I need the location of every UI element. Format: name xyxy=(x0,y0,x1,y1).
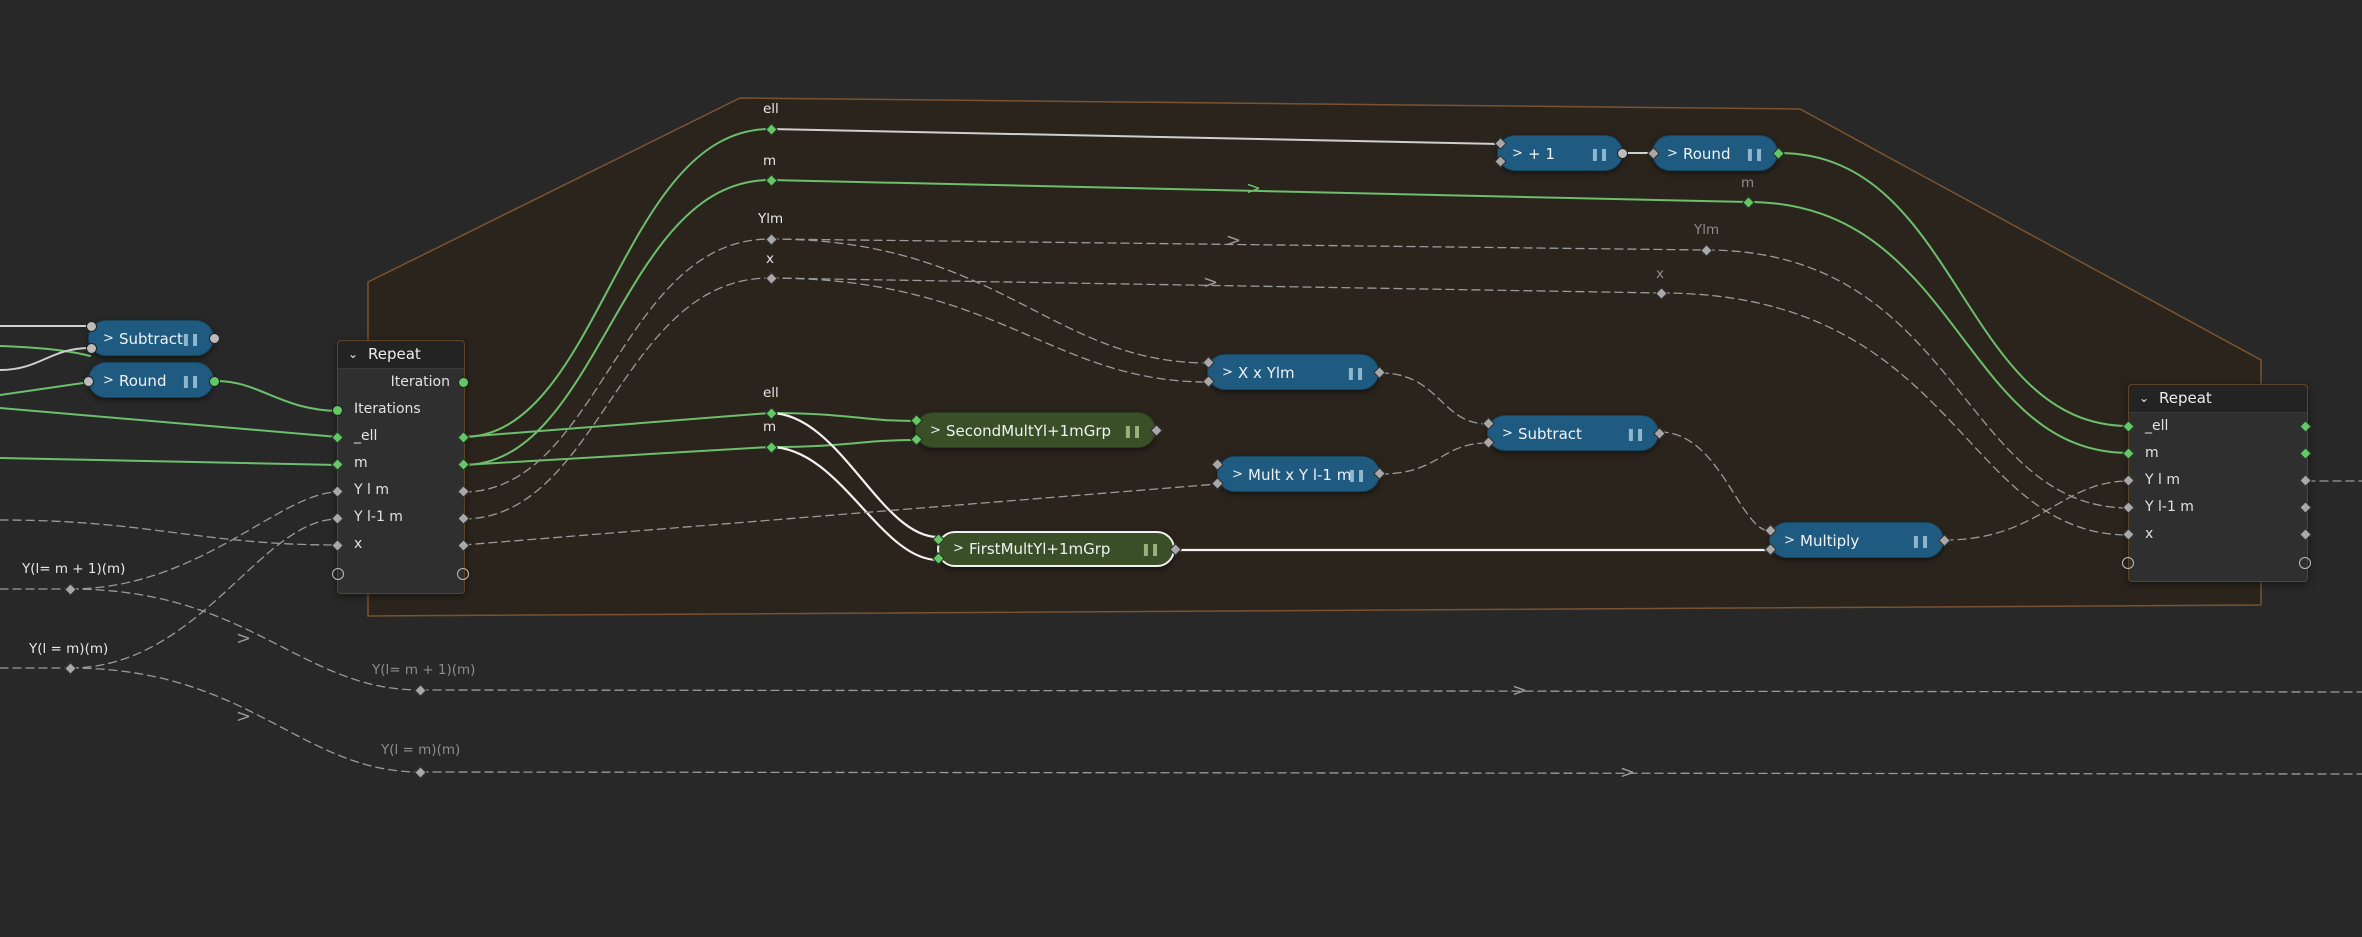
socket[interactable] xyxy=(209,376,220,387)
reroute-label-y-l-m1-left: Y(l= m + 1)(m) xyxy=(22,561,126,577)
chevron-right-icon[interactable]: > xyxy=(1232,467,1243,482)
reroute-label-x-right: x xyxy=(1656,266,1664,282)
socket[interactable] xyxy=(86,321,97,332)
iteration-output-label: Iteration xyxy=(390,374,450,390)
pause-icon[interactable]: ❚❚ xyxy=(1122,424,1142,438)
chevron-right-icon[interactable]: > xyxy=(1222,365,1233,380)
reroute-label-m-mid: m xyxy=(763,419,777,435)
reroute-label-m: m xyxy=(763,153,777,169)
virtual-socket[interactable] xyxy=(457,568,469,580)
pause-icon[interactable]: ❚❚ xyxy=(1345,366,1365,380)
wire-arrow-icon: > xyxy=(236,628,252,649)
reroute-label-m-right: m xyxy=(1741,175,1755,191)
node-label: Round xyxy=(119,372,167,390)
reroute-label-y-l-m-mid: Y(l = m)(m) xyxy=(381,742,461,758)
chevron-down-icon[interactable]: ⌄ xyxy=(2139,391,2150,405)
ell-row-label: _ell xyxy=(2145,418,2169,434)
node-title: Repeat xyxy=(368,345,421,363)
chevron-right-icon[interactable]: > xyxy=(930,423,941,438)
reroute-label-y-l-m1-mid: Y(l= m + 1)(m) xyxy=(372,662,476,678)
socket[interactable] xyxy=(458,377,469,388)
reroute-label-ell-mid: ell xyxy=(763,385,779,401)
round-node-inner[interactable]: > Round ❚❚ xyxy=(1652,135,1778,171)
node-label: + 1 xyxy=(1528,145,1555,163)
node-label: SecondMultYl+1mGrp xyxy=(946,422,1112,440)
socket[interactable] xyxy=(1617,148,1628,159)
socket[interactable] xyxy=(83,376,94,387)
wire-arrow-icon: > xyxy=(1246,178,1262,199)
pause-icon[interactable]: ❚❚ xyxy=(1589,147,1609,161)
pause-icon[interactable]: ❚❚ xyxy=(1744,147,1764,161)
ylm-row-label: Y l m xyxy=(354,482,389,498)
socket[interactable] xyxy=(209,333,220,344)
chevron-right-icon[interactable]: > xyxy=(103,373,114,388)
pause-icon[interactable]: ❚❚ xyxy=(1140,542,1160,556)
node-label: Subtract xyxy=(1518,425,1582,443)
node-header[interactable]: ⌄ Repeat xyxy=(338,341,464,369)
node-label: Mult x Y l-1 m xyxy=(1248,466,1352,484)
chevron-right-icon[interactable]: > xyxy=(1784,533,1795,548)
mult-x-yl1m-node[interactable]: > Mult x Y l-1 m ❚❚ xyxy=(1217,456,1380,492)
wire-arrow-icon: > xyxy=(1203,272,1219,293)
reroute-label-ell: ell xyxy=(763,101,779,117)
x-row-label: x xyxy=(2145,526,2154,542)
m-row-label: m xyxy=(2145,445,2159,461)
chevron-right-icon[interactable]: > xyxy=(103,331,114,346)
second-mult-group-node[interactable]: > SecondMultYl+1mGrp ❚❚ xyxy=(915,412,1156,448)
x-times-ylm-node[interactable]: > X x Ylm ❚❚ xyxy=(1207,354,1379,390)
reroute-label-x: x xyxy=(766,251,774,267)
chevron-right-icon[interactable]: > xyxy=(1667,146,1678,161)
pause-icon[interactable]: ❚❚ xyxy=(1625,427,1645,441)
plus-one-node[interactable]: > + 1 ❚❚ xyxy=(1497,135,1623,171)
wire-arrow-icon: > xyxy=(1226,230,1242,251)
repeat-input-node[interactable]: ⌄ Repeat Iteration Iterations _ell m Y l… xyxy=(337,340,465,594)
node-header[interactable]: ⌄ Repeat xyxy=(2129,385,2307,413)
wire-arrow-icon: > xyxy=(236,706,252,727)
pause-icon[interactable]: ❚❚ xyxy=(1346,468,1366,482)
node-title: Repeat xyxy=(2159,389,2212,407)
subtract-node-left[interactable]: > Subtract ❚❚ xyxy=(88,320,214,356)
x-row-label: x xyxy=(354,536,363,552)
chevron-down-icon[interactable]: ⌄ xyxy=(348,347,359,361)
yl1m-row-label: Y l-1 m xyxy=(2145,499,2194,515)
node-label: Subtract xyxy=(119,330,183,348)
chevron-right-icon[interactable]: > xyxy=(953,541,964,556)
virtual-socket[interactable] xyxy=(2122,557,2134,569)
yl1m-row-label: Y l-1 m xyxy=(354,509,403,525)
virtual-socket[interactable] xyxy=(332,568,344,580)
repeat-output-node[interactable]: ⌄ Repeat _ell m Y l m Y l-1 m x xyxy=(2128,384,2308,582)
node-label: X x Ylm xyxy=(1238,364,1295,382)
socket[interactable] xyxy=(86,343,97,354)
subtract-node-inner[interactable]: > Subtract ❚❚ xyxy=(1487,415,1659,451)
virtual-socket[interactable] xyxy=(2299,557,2311,569)
node-label: FirstMultYl+1mGrp xyxy=(969,540,1111,558)
round-node-left[interactable]: > Round ❚❚ xyxy=(88,362,214,398)
socket[interactable] xyxy=(332,405,343,416)
pause-icon[interactable]: ❚❚ xyxy=(1910,534,1930,548)
first-mult-group-node[interactable]: > FirstMultYl+1mGrp ❚❚ xyxy=(937,531,1175,567)
reroute-label-ylm: Ylm xyxy=(758,211,784,227)
reroute-label-y-l-m-left: Y(l = m)(m) xyxy=(29,641,109,657)
m-row-label: m xyxy=(354,455,368,471)
multiply-node[interactable]: > Multiply ❚❚ xyxy=(1769,522,1944,558)
iterations-input-label: Iterations xyxy=(354,401,421,417)
ylm-row-label: Y l m xyxy=(2145,472,2180,488)
wire-arrow-icon: > xyxy=(1512,680,1528,701)
wire-arrow-icon: > xyxy=(1620,762,1636,783)
chevron-right-icon[interactable]: > xyxy=(1502,426,1513,441)
pause-icon[interactable]: ❚❚ xyxy=(180,332,200,346)
pause-icon[interactable]: ❚❚ xyxy=(180,374,200,388)
node-label: Multiply xyxy=(1800,532,1860,550)
chevron-right-icon[interactable]: > xyxy=(1512,146,1523,161)
reroute-label-ylm-right: Ylm xyxy=(1694,222,1720,238)
node-label: Round xyxy=(1683,145,1731,163)
ell-row-label: _ell xyxy=(354,428,378,444)
